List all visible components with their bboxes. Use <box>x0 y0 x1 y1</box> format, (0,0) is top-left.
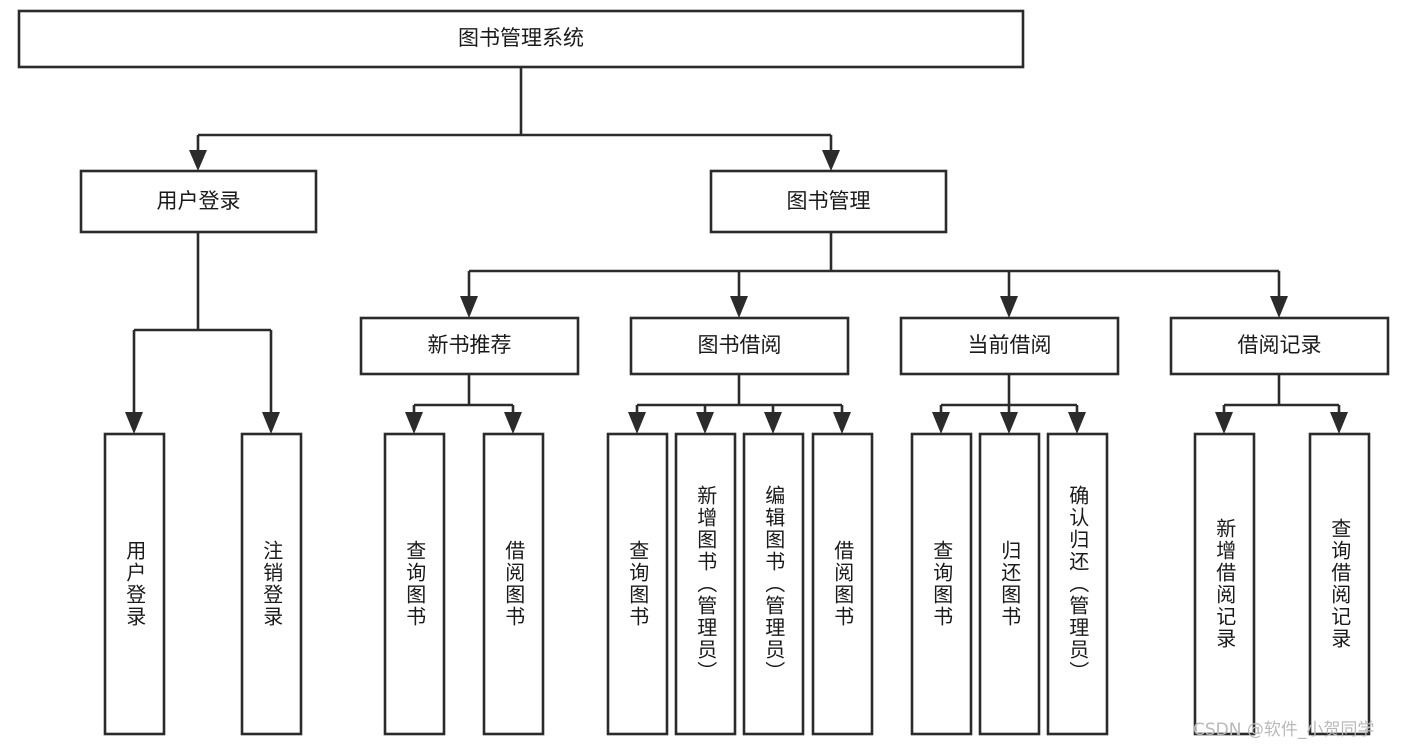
arrow-head-current-borrow-leaf-3 <box>1068 412 1086 434</box>
node-root-box[interactable] <box>17 9 1025 69</box>
node-new-book-recommend-box[interactable] <box>359 316 580 376</box>
arrow-head-root-to-book-mgmt <box>822 150 840 171</box>
arrow-head-current-borrow-leaf-1 <box>932 412 950 434</box>
arrow-head-new-book-leaf-2 <box>504 412 522 434</box>
arrow-head-new-book-leaf-1 <box>405 412 423 434</box>
leaf-box-book-borrow-2[interactable] <box>674 432 737 736</box>
arrow-head-to-borrow-record <box>1270 296 1288 318</box>
leaf-box-user-login-2[interactable] <box>240 432 303 736</box>
arrow-head-book-borrow-leaf-3 <box>764 412 782 434</box>
node-borrow-record-box[interactable] <box>1169 316 1390 376</box>
arrow-head-to-book-borrow <box>730 296 748 318</box>
leaf-box-current-borrow-2[interactable] <box>978 432 1041 736</box>
node-book-borrow-box[interactable] <box>629 316 850 376</box>
node-current-borrow-box[interactable] <box>899 316 1120 376</box>
arrow-head-to-current-borrow <box>1000 296 1018 318</box>
leaf-box-new-book-2[interactable] <box>482 432 545 736</box>
node-book-management-box[interactable] <box>709 169 948 234</box>
leaf-box-borrow-record-1[interactable] <box>1193 432 1256 736</box>
arrow-head-borrow-record-leaf-1 <box>1215 412 1233 434</box>
arrow-head-to-new-book <box>460 296 478 318</box>
leaf-box-borrow-record-2[interactable] <box>1308 432 1371 736</box>
arrow-head-user-login-leaf-1 <box>125 412 143 434</box>
leaf-box-user-login-1[interactable] <box>103 432 166 736</box>
leaf-box-current-borrow-3[interactable] <box>1046 432 1109 736</box>
arrow-head-current-borrow-leaf-2 <box>1000 412 1018 434</box>
arrow-head-user-login-leaf-2 <box>262 412 280 434</box>
leaf-box-book-borrow-3[interactable] <box>742 432 805 736</box>
node-user-login-box[interactable] <box>79 169 318 234</box>
leaf-box-new-book-1[interactable] <box>383 432 446 736</box>
arrow-head-book-borrow-leaf-2 <box>696 412 714 434</box>
leaf-box-current-borrow-1[interactable] <box>910 432 973 736</box>
arrow-head-root-to-user-login <box>189 150 207 171</box>
leaf-box-book-borrow-4[interactable] <box>811 432 874 736</box>
arrow-head-borrow-record-leaf-2 <box>1330 412 1348 434</box>
arrow-head-book-borrow-leaf-4 <box>833 412 851 434</box>
leaf-box-book-borrow-1[interactable] <box>606 432 669 736</box>
arrow-head-book-borrow-leaf-1 <box>628 412 646 434</box>
